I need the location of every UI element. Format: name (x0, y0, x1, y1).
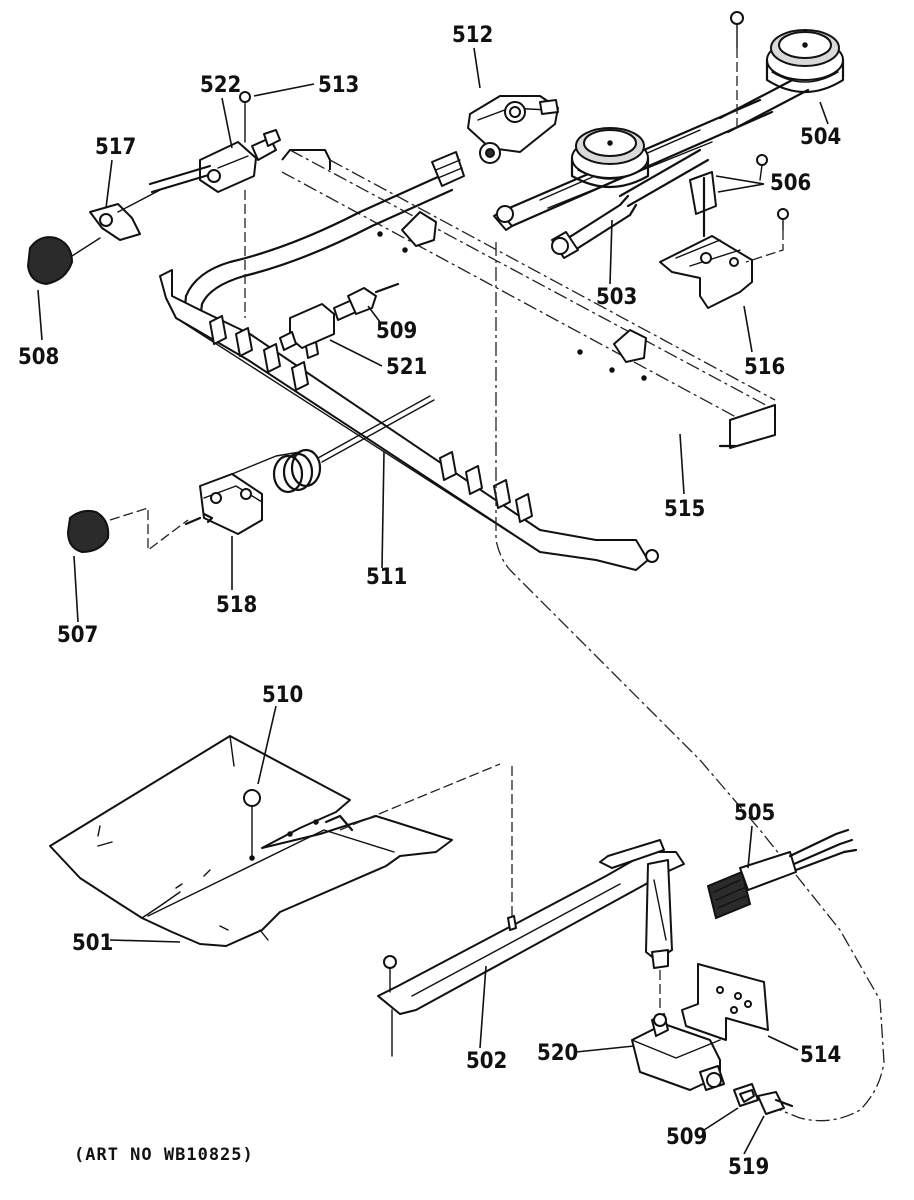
label-522: 522 (200, 73, 241, 98)
label-508: 508 (18, 345, 59, 370)
screw-top-504 (730, 11, 744, 130)
manifold-fittings (209, 315, 659, 563)
label-510: 510 (262, 683, 303, 708)
screw-513 (239, 91, 251, 318)
bracket-516 (659, 171, 753, 309)
label-519: 519 (728, 1155, 769, 1180)
label-516: 516 (744, 355, 785, 380)
supply-pipe (182, 151, 465, 322)
part-labels: 512 522 513 517 504 506 503 509 508 521 … (18, 23, 841, 1180)
label-517: 517 (95, 135, 136, 160)
knob-507 (66, 507, 189, 554)
screw-506 (756, 154, 768, 181)
valve-521 (279, 299, 357, 359)
fitting-519 (757, 1091, 794, 1115)
label-507: 507 (57, 623, 98, 648)
screw-516 (745, 208, 789, 263)
manifold-515 (281, 149, 776, 449)
orifice-509-bottom (733, 1083, 759, 1107)
valve-522 (148, 129, 281, 194)
label-505: 505 (734, 801, 775, 826)
label-512: 512 (452, 23, 493, 48)
valve-520 (631, 1013, 725, 1091)
label-518: 518 (216, 593, 257, 618)
label-501: 501 (72, 931, 113, 956)
label-515: 515 (664, 497, 705, 522)
baffle-501 (49, 735, 501, 947)
bracket-514 (681, 963, 769, 1041)
label-504: 504 (800, 125, 841, 150)
leader-lines (37, 47, 829, 1155)
label-520: 520 (537, 1041, 578, 1066)
ignition-wire-path (495, 242, 885, 1122)
label-511: 511 (366, 565, 407, 590)
label-509-bottom: 509 (666, 1125, 707, 1150)
label-509-top: 509 (376, 319, 417, 344)
art-number-caption: (ART NO WB10825) (74, 1145, 254, 1165)
label-513: 513 (318, 73, 359, 98)
knob-508 (26, 236, 101, 286)
label-514: 514 (800, 1043, 841, 1068)
thermostat-518 (184, 395, 435, 535)
bracket-517 (89, 189, 161, 241)
valve-512 (467, 95, 559, 164)
burner-502 (377, 764, 685, 1057)
label-521: 521 (386, 355, 427, 380)
igniter-505 (706, 828, 858, 920)
orifice-509-top (347, 282, 400, 315)
burner-assembly-503-504 (493, 29, 845, 259)
label-502: 502 (466, 1049, 507, 1074)
manifold-511 (159, 269, 659, 571)
label-506: 506 (770, 171, 811, 196)
label-503: 503 (596, 285, 637, 310)
